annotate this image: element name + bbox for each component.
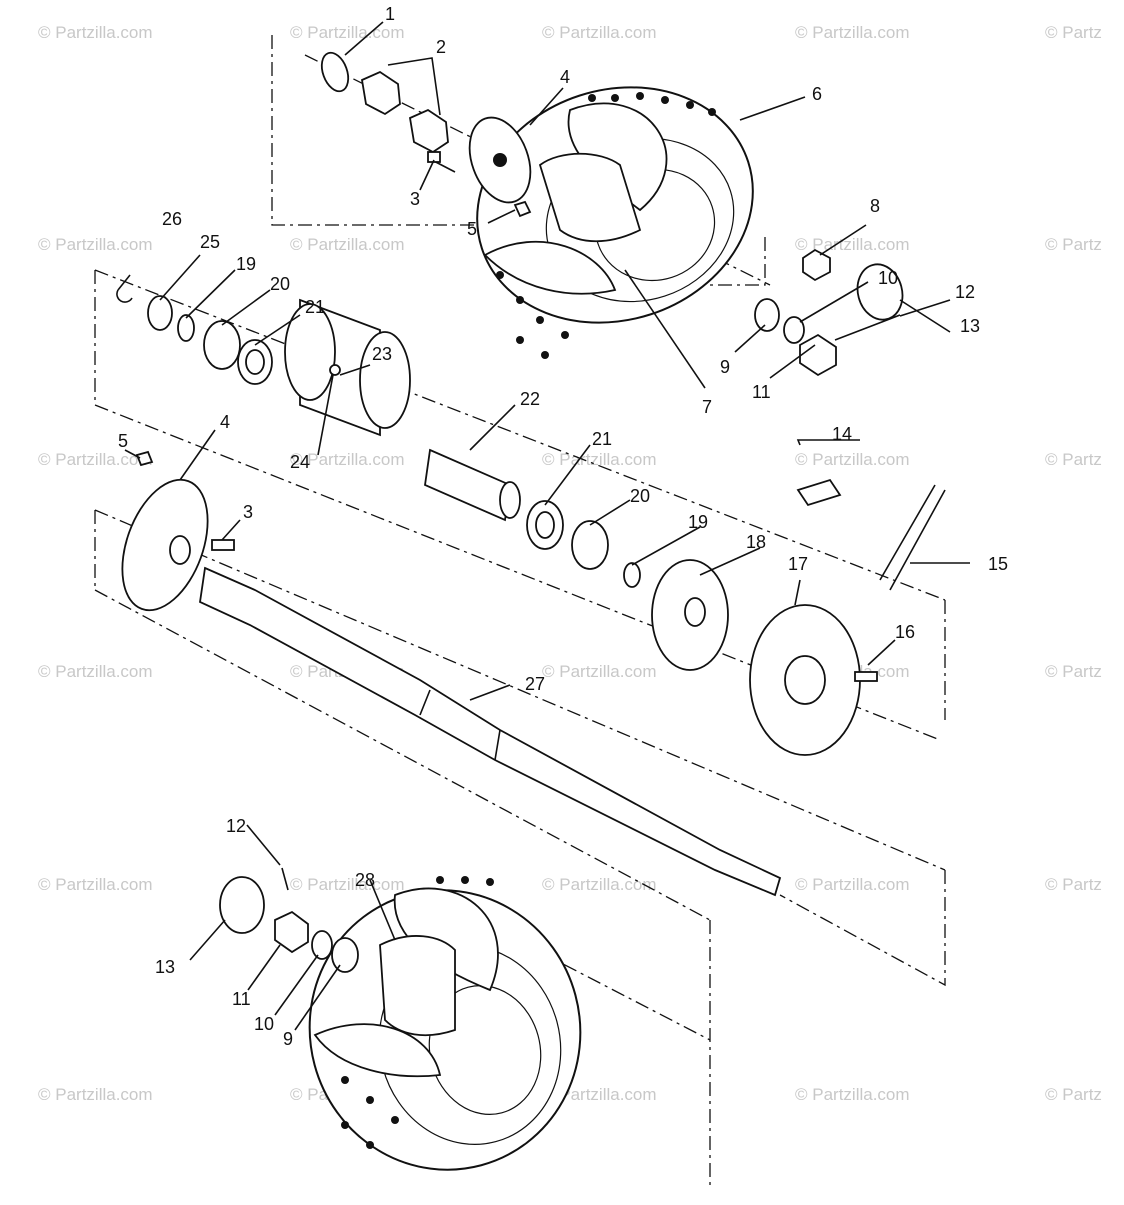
watermark-text: © Partzilla.com <box>542 450 657 469</box>
callout-14: 14 <box>832 424 852 444</box>
watermark-text: © Partzilla.com <box>38 1085 153 1104</box>
callout-13: 13 <box>960 316 980 336</box>
wheel-upper <box>476 86 754 359</box>
watermark-text: © Partzilla.com <box>38 450 153 469</box>
callout-23: 23 <box>372 344 392 364</box>
wheel-lower <box>308 876 582 1171</box>
callout-12b: 12 <box>226 816 246 836</box>
callout-19b: 19 <box>236 254 256 274</box>
callout-11b: 11 <box>232 989 251 1009</box>
callouts: 1 2 3 4 5 6 7 8 9 10 11 12 13 14 15 16 1… <box>118 4 1008 1049</box>
callout-2: 2 <box>436 37 446 57</box>
watermark-text: © Partzilla.com <box>795 450 910 469</box>
callout-24: 24 <box>290 452 310 472</box>
callout-20b: 20 <box>270 274 290 294</box>
watermark-text-edge: © Partz <box>1045 1085 1102 1104</box>
callout-7: 7 <box>702 397 712 417</box>
watermark-text-edge: © Partz <box>1045 235 1102 254</box>
watermark-text: © Partzilla.com <box>542 23 657 42</box>
watermark-text: © Partzilla.com <box>795 1085 910 1104</box>
callout-8: 8 <box>870 196 880 216</box>
callout-10b: 10 <box>254 1014 274 1034</box>
callout-26: 26 <box>162 209 182 229</box>
hub-parts-upper <box>320 51 904 377</box>
drive-parts <box>121 450 946 756</box>
watermark-text: © Partzilla.com <box>795 235 910 254</box>
callout-3b: 3 <box>243 502 253 522</box>
watermark-text: © Partzilla.com <box>795 875 910 894</box>
callout-21b: 21 <box>305 297 325 317</box>
callout-16: 16 <box>895 622 915 642</box>
callout-4b: 4 <box>220 412 230 432</box>
callout-18: 18 <box>746 532 766 552</box>
callout-11: 11 <box>752 382 771 402</box>
watermark-text: © Partzilla.com <box>542 1085 657 1104</box>
callout-15: 15 <box>988 554 1008 574</box>
watermark-text: © Partzilla.com <box>542 875 657 894</box>
watermark-text-edge: © Partz <box>1045 662 1102 681</box>
hub-parts-lower <box>219 867 359 973</box>
watermark-text: © Partzilla.com <box>38 23 153 42</box>
watermark-text: © Partzilla.com <box>38 875 153 894</box>
callout-21: 21 <box>592 429 612 449</box>
watermark-text-edge: © Partz <box>1045 875 1102 894</box>
watermark-text-edge: © Partz <box>1045 450 1102 469</box>
callout-10: 10 <box>878 268 898 288</box>
callout-17: 17 <box>788 554 808 574</box>
callout-9: 9 <box>720 357 730 377</box>
callout-12: 12 <box>955 282 975 302</box>
callout-28: 28 <box>355 870 375 890</box>
callout-25: 25 <box>200 232 220 252</box>
watermark-text: © Partzilla.com <box>290 875 405 894</box>
callout-3: 3 <box>410 189 420 209</box>
watermark-text: © Partzilla.com <box>290 23 405 42</box>
callout-19: 19 <box>688 512 708 532</box>
callout-5: 5 <box>467 219 477 239</box>
axle-bearing-stack <box>116 289 641 588</box>
watermark-text: © Partzilla.com <box>795 23 910 42</box>
callout-27: 27 <box>525 674 545 694</box>
callout-20: 20 <box>630 486 650 506</box>
watermark-text: © Partzilla.com <box>542 662 657 681</box>
watermark-text: © Partzilla.com <box>290 235 405 254</box>
watermark-text: © Partzilla.com <box>38 235 153 254</box>
callout-1: 1 <box>385 4 395 24</box>
callout-22: 22 <box>520 389 540 409</box>
axle <box>199 566 782 897</box>
callout-13b: 13 <box>155 957 175 977</box>
watermark-text-edge: © Partz <box>1045 23 1102 42</box>
callout-4: 4 <box>560 67 570 87</box>
callout-9b: 9 <box>283 1029 293 1049</box>
watermark-text: © Partzilla.com <box>38 662 153 681</box>
callout-5b: 5 <box>118 431 128 451</box>
leader-lines <box>117 21 970 1031</box>
callout-6: 6 <box>812 84 822 104</box>
